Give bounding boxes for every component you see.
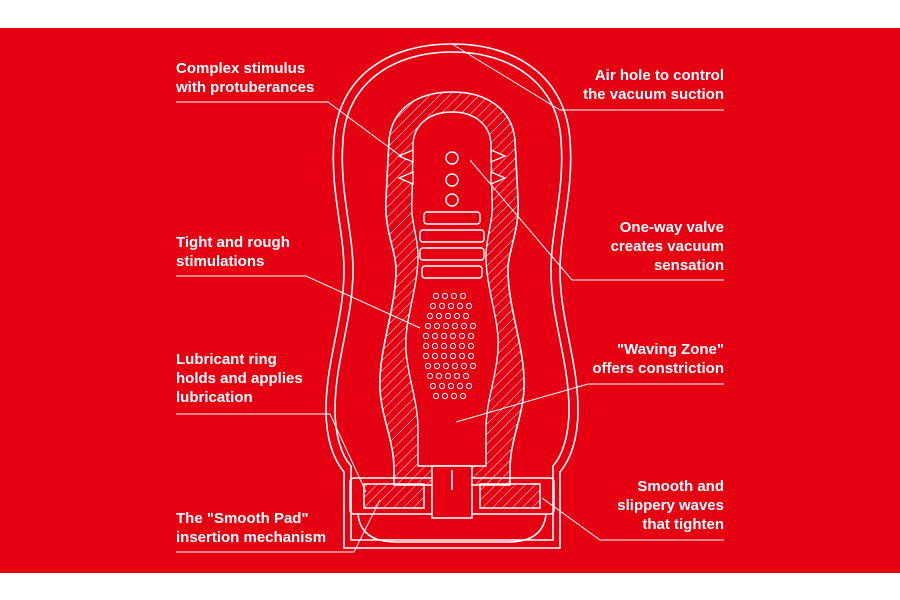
leader-tight-rough: [176, 275, 421, 329]
label-complex-stimulus: Complex stimulus with protuberances: [176, 60, 315, 96]
rib: [419, 229, 485, 243]
air-hole-dot: [445, 193, 459, 207]
waving-zone-dot: [451, 322, 459, 330]
label-smooth-pad: The "Smooth Pad" insertion mechanism: [176, 510, 327, 546]
waving-zone-dot: [442, 362, 450, 370]
protuberance: [490, 171, 507, 185]
waving-zone-dot: [426, 312, 434, 320]
center-plug: [431, 465, 473, 519]
label-smooth-waves: Smooth and slippery waves that tighten: [617, 478, 724, 533]
waving-zone-dot: [460, 322, 468, 330]
waving-zone-dot: [447, 382, 455, 390]
waving-zone-dot: [462, 372, 470, 380]
waving-zone-dot: [459, 292, 467, 300]
waving-zone-dot: [435, 312, 443, 320]
base-foot: [357, 513, 547, 543]
inner-canal: [405, 111, 499, 467]
rib: [423, 211, 481, 225]
leader-one-way-valve: [469, 159, 724, 281]
waving-zone-dot: [424, 362, 432, 370]
waving-zone-dot: [438, 382, 446, 390]
waving-zone-dot: [459, 392, 467, 400]
air-hole-dot: [445, 151, 459, 165]
waving-zone-dot: [429, 382, 437, 390]
outer-shell: [325, 43, 579, 549]
waving-zone-dot: [469, 362, 477, 370]
waving-zone-dot: [465, 382, 473, 390]
waving-zone-dot: [422, 352, 430, 360]
waving-zone-dot: [422, 332, 430, 340]
waving-zone-dot: [444, 312, 452, 320]
waving-zone-dot: [460, 362, 468, 370]
waving-zone-dot: [447, 302, 455, 310]
waving-zone-dot: [458, 342, 466, 350]
rib: [421, 265, 483, 279]
waving-zone-dot: [433, 322, 441, 330]
waving-zone-dot: [440, 342, 448, 350]
protuberance: [397, 171, 414, 185]
waving-zone-dot: [440, 352, 448, 360]
waving-zone-dot: [458, 352, 466, 360]
waving-zone-dot: [469, 322, 477, 330]
label-tight-rough: Tight and rough stimulations: [176, 234, 290, 270]
leader-smooth-waves: [541, 497, 724, 541]
waving-zone-dot: [435, 372, 443, 380]
waving-zone-dot: [465, 302, 473, 310]
waving-zone-dots: [422, 292, 477, 400]
waving-zone-dot: [450, 392, 458, 400]
waving-zone-dot: [433, 362, 441, 370]
label-air-hole: Air hole to control the vacuum suction: [583, 67, 724, 103]
air-hole-dot: [445, 173, 459, 187]
waving-zone-dot: [467, 352, 475, 360]
leader-air-hole: [451, 43, 724, 111]
waving-zone-dot: [432, 392, 440, 400]
waving-zone-dot: [444, 372, 452, 380]
waving-zone-dot: [442, 322, 450, 330]
waving-zone-dot: [451, 362, 459, 370]
waving-zone-dot: [467, 342, 475, 350]
protuberance: [490, 149, 507, 163]
waving-zone-dot: [441, 292, 449, 300]
inner-shell: [334, 51, 570, 541]
waving-zone-dot: [449, 342, 457, 350]
waving-zone-dot: [438, 302, 446, 310]
waving-zone-dot: [456, 302, 464, 310]
leader-smooth-pad: [176, 499, 381, 553]
label-waving-zone: "Waving Zone" offers constriction: [592, 341, 724, 377]
waving-zone-dot: [450, 292, 458, 300]
waving-zone-dot: [458, 332, 466, 340]
leader-waving-zone: [455, 383, 724, 423]
label-one-way-valve: One-way valve creates vacuum sensation: [610, 219, 724, 274]
waving-zone-dot: [462, 312, 470, 320]
leader-lubricant-ring: [176, 413, 367, 493]
waving-zone-dot: [424, 322, 432, 330]
smooth-pad-left: [363, 483, 425, 509]
rib: [419, 247, 485, 261]
waving-zone-dot: [431, 332, 439, 340]
label-lubricant-ring: Lubricant ring holds and applies lubrica…: [176, 351, 303, 406]
waving-zone-dot: [453, 312, 461, 320]
waving-zone-dot: [431, 342, 439, 350]
waving-zone-dot: [441, 392, 449, 400]
waving-zone-dot: [426, 372, 434, 380]
protuberance: [397, 149, 414, 163]
waving-zone-dot: [456, 382, 464, 390]
waving-zone-dot: [440, 332, 448, 340]
waving-zone-dot: [432, 292, 440, 300]
waving-zone-dot: [449, 352, 457, 360]
waving-zone-dot: [431, 352, 439, 360]
waving-zone-dot: [453, 372, 461, 380]
leader-complex-stimulus: [176, 101, 407, 161]
waving-zone-dot: [422, 342, 430, 350]
waving-zone-dot: [449, 332, 457, 340]
waving-zone-dot: [467, 332, 475, 340]
waving-zone-dot: [429, 302, 437, 310]
smooth-pad-right: [479, 483, 541, 509]
